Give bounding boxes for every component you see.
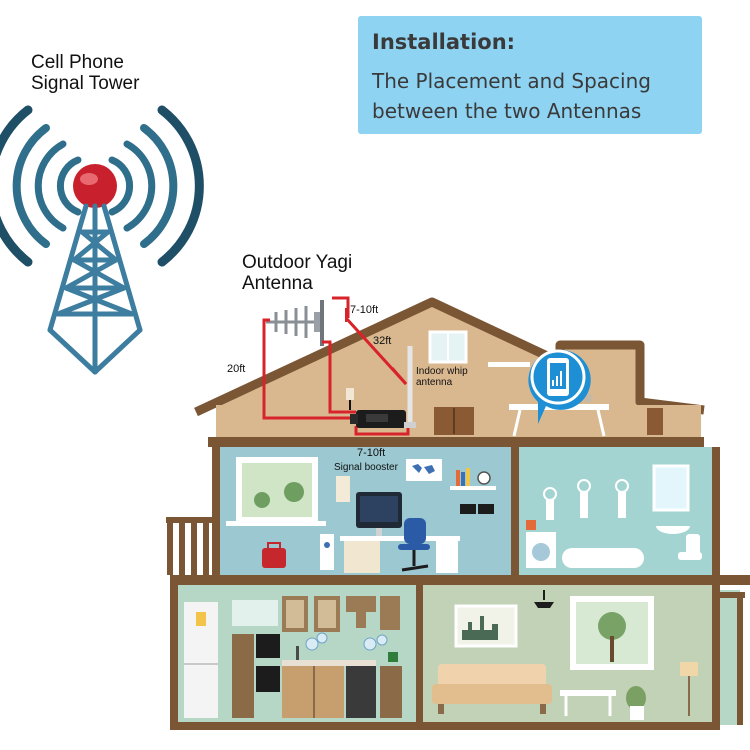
plant-icon (626, 686, 646, 710)
world-map (406, 459, 442, 481)
bathroom-mirror (652, 464, 690, 512)
indoor-whip-antenna-icon (404, 346, 416, 428)
installation-title: Installation: (372, 30, 516, 54)
office-chair-icon (398, 518, 430, 572)
coax-cables (262, 296, 410, 436)
indoor-antenna-label: Indoor whip antenna (416, 366, 468, 388)
yagi-antenna-icon (266, 300, 324, 346)
balcony-railing (166, 517, 214, 575)
tower-label: Cell Phone Signal Tower (31, 52, 140, 94)
sofa-icon (432, 664, 552, 714)
booster-spacing-label: 7-10ft (357, 447, 386, 459)
bathtub-icon (562, 548, 644, 568)
lamp-icon (680, 662, 698, 676)
roof-outline (194, 297, 705, 417)
kitchen-cabinet (232, 634, 254, 718)
attic-floor (208, 437, 704, 447)
sink-icon (656, 526, 690, 534)
diagonal-spacing-label: 32ft (373, 335, 392, 347)
installation-body: The Placement and Spacing between the tw… (372, 69, 651, 123)
signal-booster-icon (350, 410, 406, 428)
stove-icon (346, 666, 376, 718)
wall-outlet-icon (346, 388, 354, 410)
living-room-contents (432, 590, 698, 720)
toilet-icon (678, 552, 702, 560)
kitchen-contents (184, 596, 402, 718)
office-contents (226, 457, 496, 573)
signal-booster-label: Signal booster (334, 462, 398, 473)
booster-wall-unit (336, 476, 350, 502)
phone-signal-icon (528, 349, 591, 424)
desk (340, 536, 460, 541)
top-spacing-label: 7-10ft (350, 304, 379, 316)
oven-icon (256, 634, 280, 658)
installation-panel: Installation: The Placement and Spacing … (358, 16, 702, 134)
bathroom-contents (526, 464, 702, 568)
outdoor-antenna-label: Outdoor Yagi Antenna (242, 252, 353, 294)
vertical-cable-label: 20ft (227, 363, 246, 375)
cell-tower-icon (0, 105, 204, 375)
coffee-table (560, 690, 616, 696)
red-bag-icon (262, 548, 286, 568)
middle-floor (170, 575, 750, 585)
